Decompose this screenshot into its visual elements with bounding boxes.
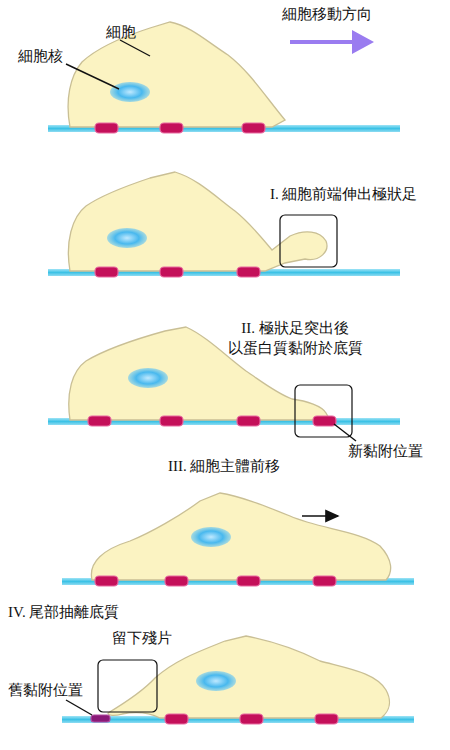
step-label: II. 極狀足突出後 以蛋白質黏附於底質 <box>200 318 390 359</box>
direction-arrow <box>290 30 374 54</box>
part-label: 新黏附位置 <box>348 441 423 461</box>
part-label: 留下殘片 <box>112 628 172 648</box>
part-label: 細胞核 <box>18 46 63 66</box>
nuclei <box>107 82 236 691</box>
step-label: III. 細胞主體前移 <box>168 456 281 476</box>
substrates <box>48 125 414 723</box>
part-label: 舊黏附位置 <box>8 680 83 700</box>
callout-boxes <box>98 215 352 712</box>
step-label: I. 細胞前端伸出極狀足 <box>270 184 418 204</box>
part-label: 細胞 <box>106 22 136 42</box>
direction-label: 細胞移動方向 <box>282 4 372 24</box>
adhesions <box>88 123 338 724</box>
step-label: IV. 尾部抽離底質 <box>8 602 119 622</box>
move-arrow <box>302 515 338 517</box>
